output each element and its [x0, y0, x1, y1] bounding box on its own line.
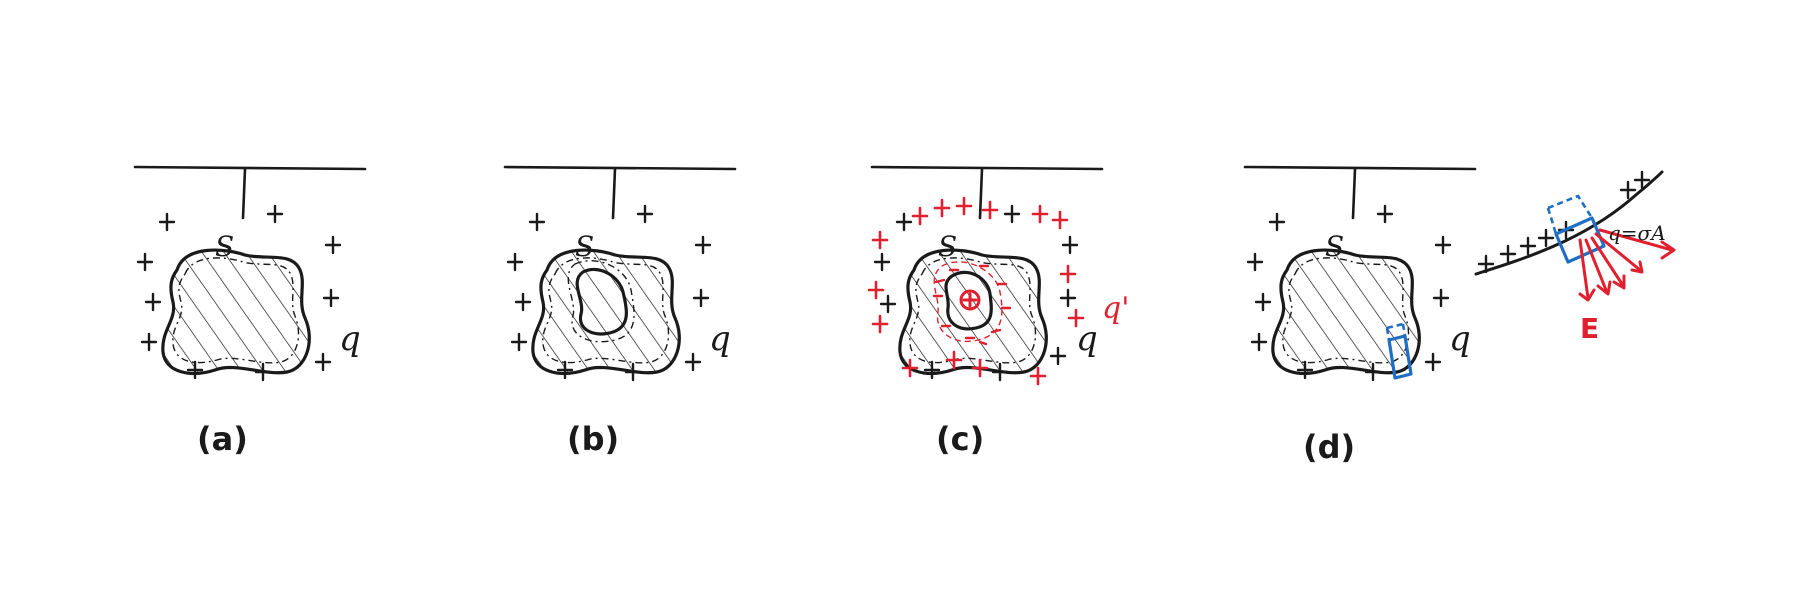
point-charge — [959, 289, 981, 311]
surface-charge-formula: q=σA — [1608, 221, 1666, 245]
suspension-thread — [978, 167, 984, 220]
induced-charge-label: q' — [1102, 291, 1129, 326]
surface-label: S — [575, 230, 594, 263]
charge-label: q — [709, 319, 731, 359]
detail-pillbox — [1546, 194, 1606, 264]
field-arrows — [1578, 228, 1676, 302]
cavity-gaussian-surface — [933, 261, 1003, 342]
conductor-surface-line — [1474, 170, 1664, 276]
ceiling-line — [1243, 165, 1477, 171]
cavity — [944, 270, 993, 331]
ceiling-line — [133, 165, 367, 171]
conductor-body — [898, 248, 1048, 376]
panel-a: S q (a) — [133, 165, 367, 458]
panel-b: S q (b) — [503, 165, 737, 458]
caption-a: (a) — [197, 420, 248, 458]
conductor-body — [161, 248, 311, 376]
induced-negative-charges — [932, 264, 1012, 346]
caption-b: (b) — [567, 420, 619, 458]
charge-label: q — [339, 319, 361, 359]
ceiling-line — [503, 165, 737, 171]
suspension-thread — [611, 167, 617, 220]
pillbox — [1385, 322, 1413, 380]
pillbox-detail: q=σA E — [1474, 170, 1676, 345]
cavity-gaussian-surface — [567, 260, 635, 343]
charge-label: q — [1449, 319, 1471, 359]
caption-c: (c) — [936, 420, 984, 458]
ceiling-line — [870, 165, 1104, 171]
panel-d: S q (d) — [1243, 165, 1477, 466]
cavity — [575, 267, 628, 336]
suspension-thread — [241, 167, 247, 220]
panel-c: S q q' (c) — [867, 165, 1129, 458]
surface-label: S — [938, 230, 957, 263]
conductor-body — [531, 248, 681, 376]
caption-d: (d) — [1303, 428, 1355, 466]
surface-label: S — [1325, 230, 1344, 263]
conductor-body — [1271, 248, 1421, 376]
suspension-thread — [1351, 167, 1357, 220]
field-label: E — [1580, 312, 1599, 345]
charge-label: q — [1076, 319, 1098, 359]
surface-label: S — [215, 230, 234, 263]
